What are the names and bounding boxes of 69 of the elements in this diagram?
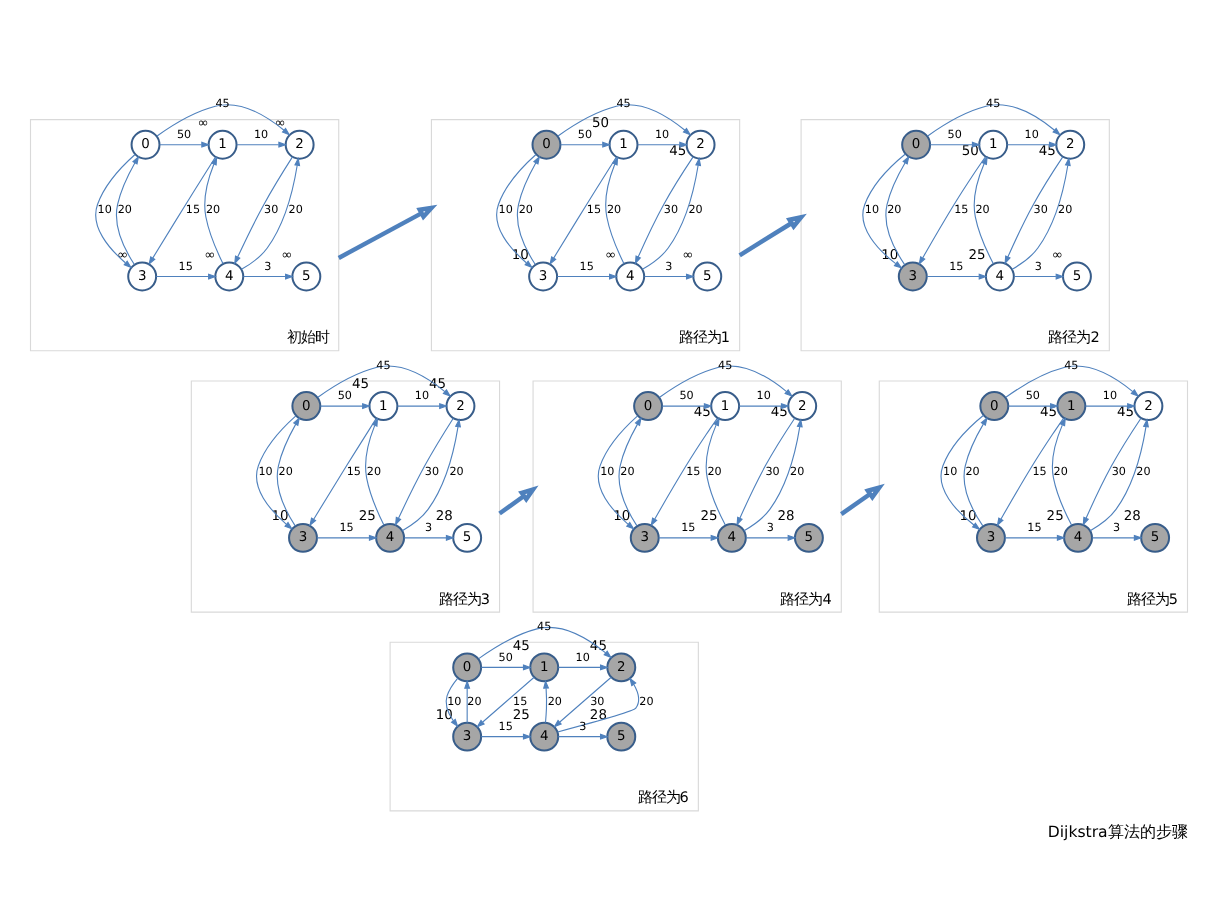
arrow [658,534,720,541]
arrow [498,485,539,516]
arrow [840,483,885,516]
arrow [115,155,140,266]
arrow [156,104,291,137]
arrow [464,679,471,724]
arrow [996,417,1065,527]
arrow [316,534,378,541]
arrow [403,534,455,541]
arrow [597,415,639,530]
arrow [973,155,994,265]
arrow [242,273,294,280]
arrow [926,273,988,280]
arrow [516,155,541,266]
arrow [1091,534,1143,541]
arrow [95,153,136,269]
arrow [556,273,618,280]
arrow [705,417,726,526]
arrow [543,679,550,724]
arrow [148,156,217,266]
arrow [319,402,372,410]
arrow [918,156,986,266]
arrow [659,365,794,398]
arrow [309,417,377,527]
arrow [738,402,790,410]
arrow [557,733,609,740]
arrow [557,664,609,671]
arrow [204,156,224,265]
arrow [337,204,438,260]
arrow [276,416,301,527]
arrow [549,156,617,266]
arrow [553,676,612,728]
arrow [560,141,612,148]
arrow [445,677,459,728]
arrow [637,141,689,148]
arrow [940,414,985,531]
arrow [650,417,718,527]
arrow [1006,141,1058,148]
arrow [862,153,906,269]
arrow [557,104,692,137]
arrow [1084,402,1137,410]
arrow [236,141,288,148]
arrow [478,626,613,660]
arrow [365,417,385,526]
arrow [496,153,537,269]
arrow [661,402,713,410]
arrow [1007,402,1059,410]
arrow [1005,365,1140,398]
arrow [317,365,452,398]
arrow [745,534,797,541]
arrow [557,677,640,733]
arrow [255,415,297,530]
arrow [480,664,532,671]
arrow [618,416,642,527]
arrow [738,213,807,258]
arrow [476,676,535,728]
arrow [643,273,695,280]
arrow [480,733,532,740]
arrow [885,155,910,266]
arrow [1051,417,1073,526]
arrow [605,156,625,265]
arrow [397,402,449,410]
arrow [159,141,211,148]
arrow [929,141,981,148]
arrow [155,273,217,280]
arrow [963,416,988,527]
arrow [1013,273,1065,280]
arrow [1004,534,1066,541]
arrow [927,104,1062,137]
